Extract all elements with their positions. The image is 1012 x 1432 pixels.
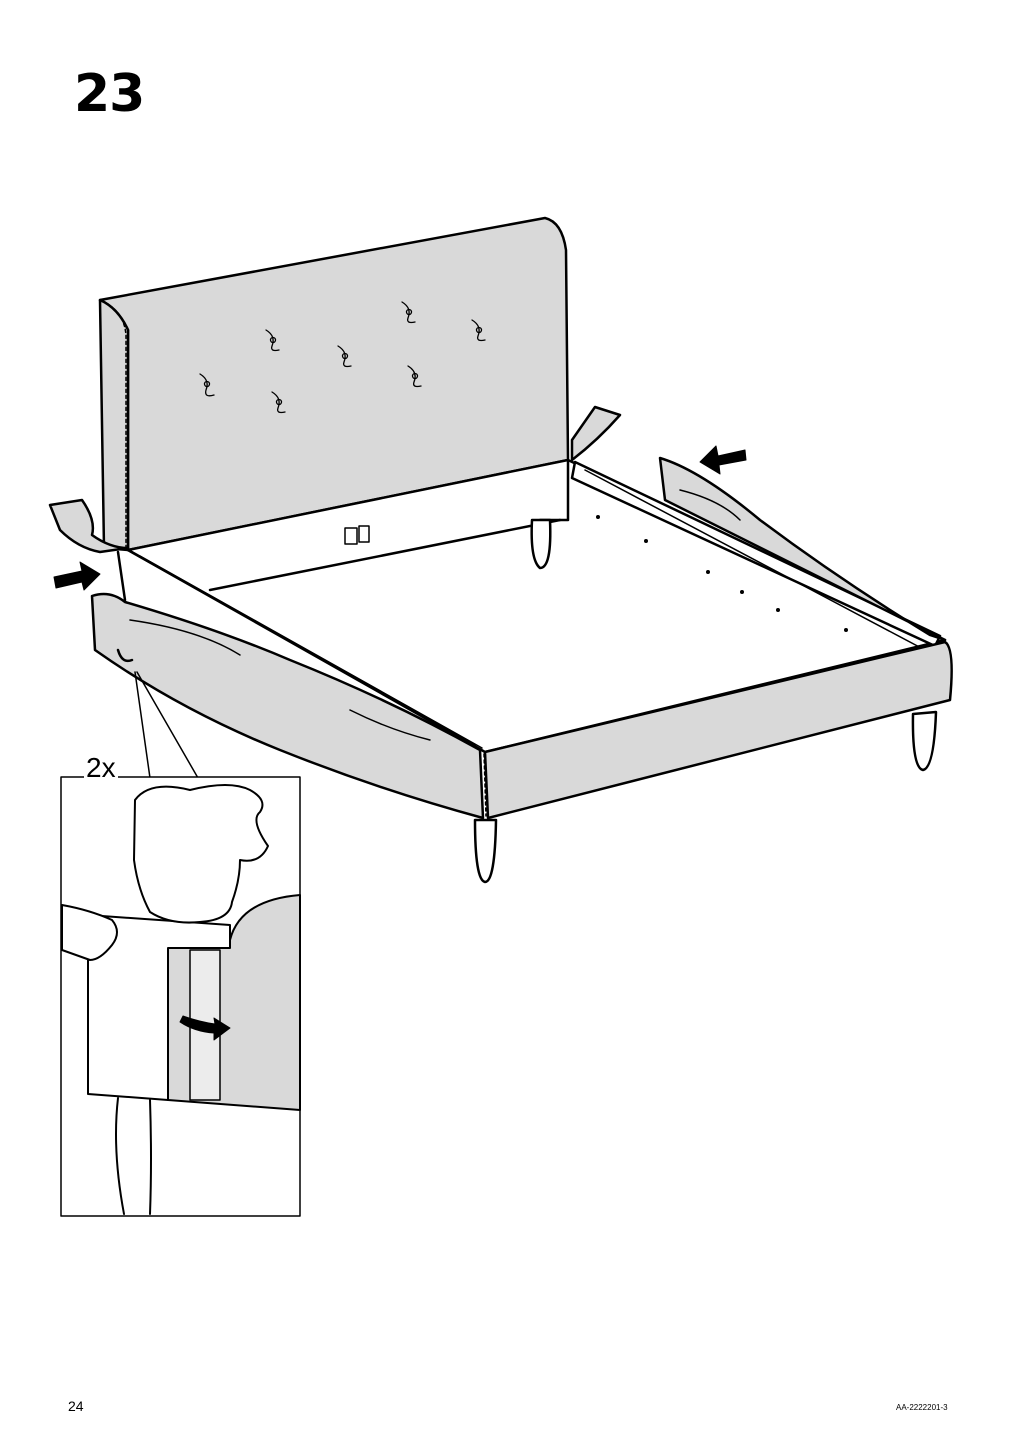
curved-arrow-icon [179, 1015, 231, 1041]
page-number: 24 [68, 1398, 84, 1414]
hand-icon [61, 904, 118, 961]
hand-icon [133, 784, 269, 924]
tufting-buttons [199, 301, 486, 414]
arrow-icon [699, 445, 747, 475]
side-fabric [90, 592, 953, 820]
step-number: 23 [74, 64, 145, 124]
bed-legs [116, 518, 938, 884]
document-code: AA-2222201-3 [896, 1403, 948, 1412]
quantity-label: 2x [84, 752, 118, 783]
detail-inset [60, 776, 301, 1217]
arrow-icon [53, 561, 101, 591]
